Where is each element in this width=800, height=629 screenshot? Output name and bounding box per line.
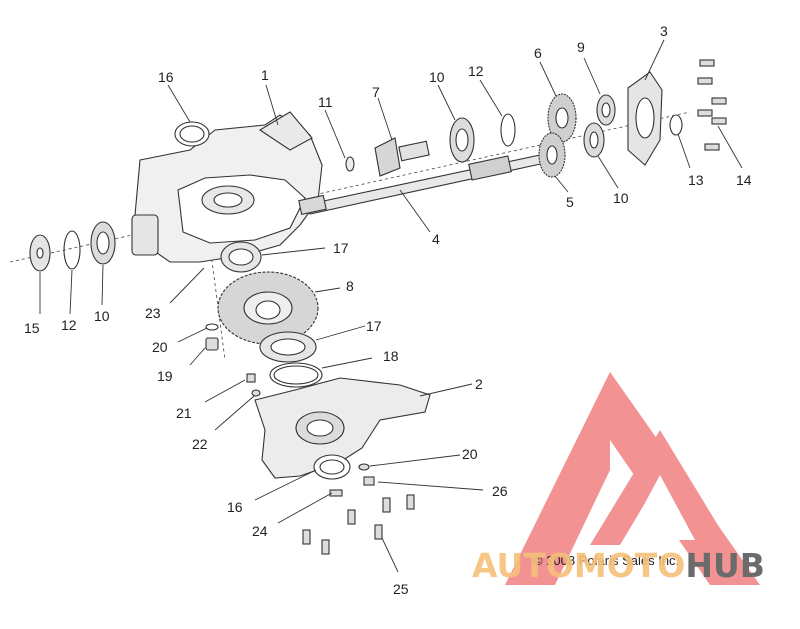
bearing-10-right xyxy=(583,122,605,158)
callout-18: 18 xyxy=(383,348,399,364)
ring-gear xyxy=(217,271,319,345)
watermark-brand-left: AUTOMOTO xyxy=(472,546,685,585)
left-bearing-stack xyxy=(29,221,116,272)
callout-7: 7 xyxy=(372,84,380,100)
oil-seal-bottom xyxy=(313,454,351,480)
pinion-gear xyxy=(345,137,430,177)
callout-15: 15 xyxy=(24,320,40,336)
seal-17-lower xyxy=(259,331,317,363)
snap-ring-12-left xyxy=(63,230,81,270)
callout-10-mid: 10 xyxy=(429,69,445,85)
seal-13 xyxy=(669,114,683,136)
callout-24: 24 xyxy=(252,523,268,539)
gear-5 xyxy=(538,132,566,178)
watermark-logo xyxy=(505,372,760,585)
main-shaft xyxy=(298,154,546,215)
bolts-14 xyxy=(697,59,727,151)
callout-22: 22 xyxy=(192,436,208,452)
seal-17-upper xyxy=(220,241,262,273)
end-cover xyxy=(627,71,663,166)
callout-2: 2 xyxy=(475,376,483,392)
callout-20-left: 20 xyxy=(152,339,168,355)
watermark-brand-right: HUB xyxy=(685,546,765,585)
callout-16-top: 16 xyxy=(158,69,174,85)
copyright-notice: © 2008 Polaris Sales Inc. xyxy=(533,553,679,568)
leader-lines xyxy=(39,39,743,573)
bolts-25 xyxy=(302,494,415,555)
watermark-inner-cut xyxy=(625,475,695,540)
watermark-inner-peak xyxy=(590,430,730,545)
callout-21: 21 xyxy=(176,405,192,421)
snap-ring-12-mid xyxy=(500,113,516,147)
callout-labels: 1 2 3 4 5 6 7 8 9 10 10 10 11 12 12 13 1… xyxy=(24,23,752,597)
callout-23: 23 xyxy=(145,305,161,321)
callout-13: 13 xyxy=(688,172,704,188)
callout-11: 11 xyxy=(318,94,333,110)
callout-5: 5 xyxy=(566,194,574,210)
callout-17-upper: 17 xyxy=(333,240,349,256)
callout-10-right: 10 xyxy=(613,190,629,206)
oil-seal-top xyxy=(174,121,210,147)
callout-6: 6 xyxy=(534,45,542,61)
callout-12-left: 12 xyxy=(61,317,77,333)
callout-25: 25 xyxy=(393,581,409,597)
callout-1: 1 xyxy=(261,67,269,83)
callout-14: 14 xyxy=(736,172,752,188)
housing-cover xyxy=(254,377,431,479)
watermark-triangle-left xyxy=(505,372,610,585)
callout-12-mid: 12 xyxy=(468,63,484,79)
callout-4: 4 xyxy=(432,231,440,247)
callout-16-bottom: 16 xyxy=(227,499,243,515)
callout-3: 3 xyxy=(660,23,668,39)
callout-9: 9 xyxy=(577,39,585,55)
callout-17-lower: 17 xyxy=(366,318,382,334)
callout-26: 26 xyxy=(492,483,508,499)
bearing-9 xyxy=(596,94,616,126)
drain-plug xyxy=(205,323,219,351)
callout-20-right: 20 xyxy=(462,446,478,462)
small-hardware xyxy=(246,373,375,497)
transmission-housing xyxy=(131,111,323,263)
callout-19: 19 xyxy=(157,368,173,384)
watermark-wordmark: AUTOMOTOHUB xyxy=(472,546,765,585)
bearing-10-mid xyxy=(449,117,475,163)
callout-10-left: 10 xyxy=(94,308,110,324)
o-ring-18 xyxy=(269,362,323,388)
gear-6 xyxy=(547,93,577,143)
callout-8: 8 xyxy=(346,278,354,294)
